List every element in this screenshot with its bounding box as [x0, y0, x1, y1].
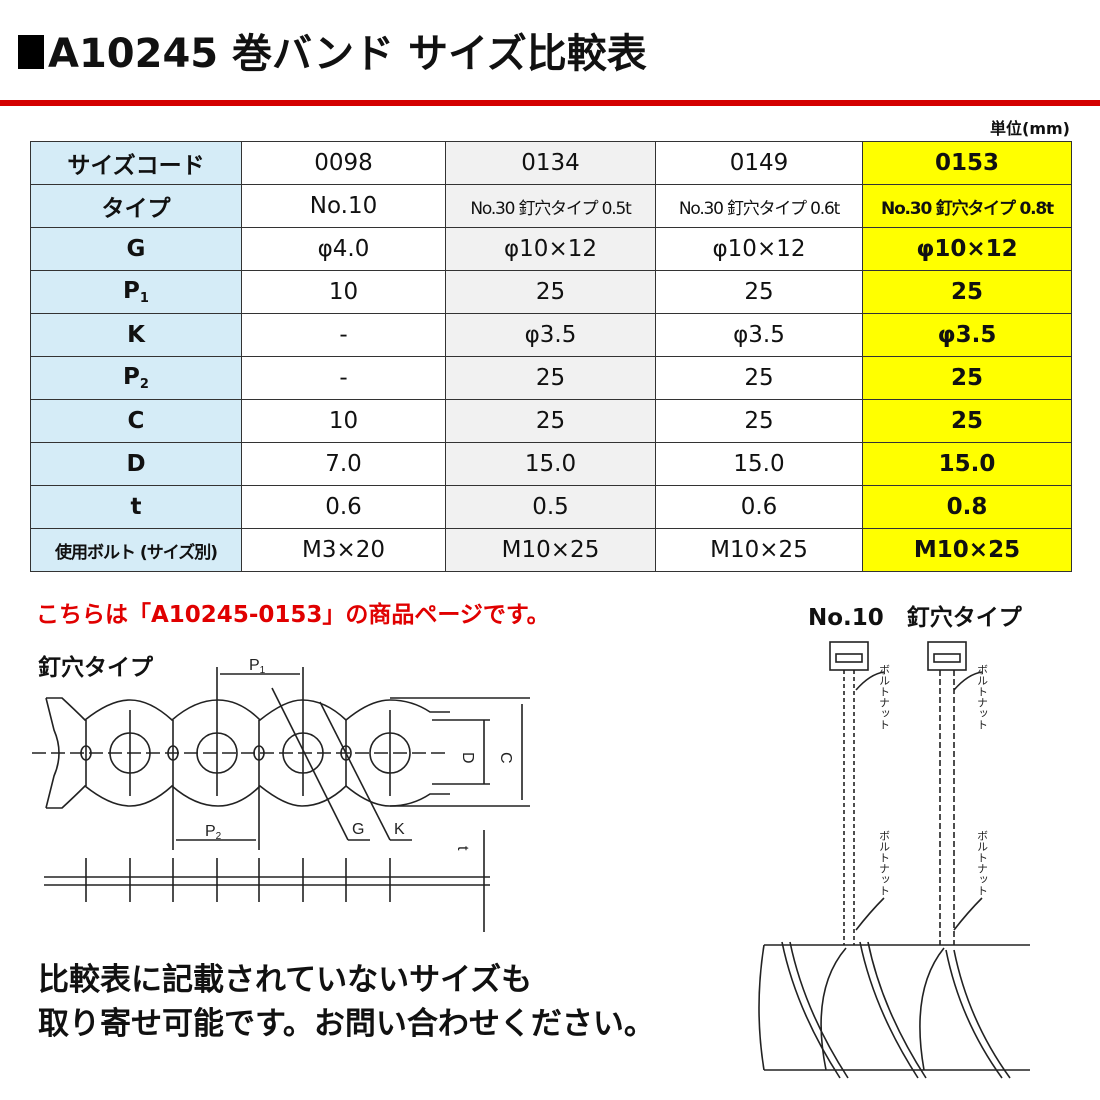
table-cell: -	[241, 356, 446, 400]
title-square-marker-icon	[18, 35, 44, 69]
table-cell-highlight: 0153	[862, 141, 1072, 185]
row-header: タイプ	[30, 184, 242, 228]
inquiry-message: 比較表に記載されていないサイズも 取り寄せ可能です。お問い合わせください。	[38, 958, 655, 1046]
table-cell: M3×20	[241, 528, 446, 572]
callout-bolt-nut: ボルトナット	[878, 664, 891, 730]
row-header: 使用ボルト (サイズ別)	[30, 528, 242, 572]
row-header: G	[30, 227, 242, 271]
table-cell: No.30 釘穴タイプ 0.5t	[445, 184, 656, 228]
row-header: K	[30, 313, 242, 357]
table-cell: 0098	[241, 141, 446, 185]
table-cell-highlight: 25	[862, 399, 1072, 443]
table-cell-highlight: 15.0	[862, 442, 1072, 486]
table-cell: φ3.5	[655, 313, 863, 357]
table-row: 使用ボルト (サイズ別) M3×20 M10×25 M10×25 M10×25	[30, 528, 1072, 572]
label-p2: P2	[205, 823, 222, 842]
row-header: t	[30, 485, 242, 529]
page-title-text: A10245 巻バンド サイズ比較表	[48, 31, 647, 77]
table-cell: No.10	[241, 184, 446, 228]
table-cell: 25	[445, 356, 656, 400]
table-row: K - φ3.5 φ3.5 φ3.5	[30, 313, 1072, 357]
table-cell-highlight: No.30 釘穴タイプ 0.8t	[862, 184, 1072, 228]
title-divider	[0, 100, 1100, 106]
row-header: D	[30, 442, 242, 486]
size-comparison-table: サイズコード 0098 0134 0149 0153 タイプ No.10 No.…	[30, 141, 1072, 572]
unit-label: 単位(mm)	[990, 119, 1070, 138]
table-cell-highlight: M10×25	[862, 528, 1072, 572]
label-p1: P1	[249, 657, 266, 676]
table-row: サイズコード 0098 0134 0149 0153	[30, 141, 1072, 185]
row-header: サイズコード	[30, 141, 242, 185]
table-cell: 0134	[445, 141, 656, 185]
table-cell: 0.6	[655, 485, 863, 529]
table-row: G φ4.0 φ10×12 φ10×12 φ10×12	[30, 227, 1072, 271]
row-header-text: P	[123, 364, 140, 390]
row-header-subscript: 1	[139, 291, 149, 306]
row-header-subscript: 2	[139, 377, 149, 392]
label-t: t	[454, 846, 471, 851]
table-cell-highlight: φ3.5	[862, 313, 1072, 357]
table-cell-highlight: 25	[862, 270, 1072, 314]
table-cell: 25	[655, 356, 863, 400]
table-cell: 7.0	[241, 442, 446, 486]
row-header: P1	[30, 270, 242, 314]
inquiry-line-1: 比較表に記載されていないサイズも	[38, 962, 533, 998]
table-row: P2 - 25 25 25	[30, 356, 1072, 400]
table-cell: M10×25	[445, 528, 656, 572]
inquiry-line-2: 取り寄せ可能です。お問い合わせください。	[38, 1006, 655, 1042]
row-header: C	[30, 399, 242, 443]
table-cell: 15.0	[655, 442, 863, 486]
table-cell: 25	[655, 270, 863, 314]
table-cell: 25	[445, 399, 656, 443]
table-cell: 15.0	[445, 442, 656, 486]
table-cell: 0.6	[241, 485, 446, 529]
table-row: C 10 25 25 25	[30, 399, 1072, 443]
table-cell: 10	[241, 399, 446, 443]
callout-bolt-nut: ボルトナット	[976, 830, 989, 896]
row-header-text: P	[123, 278, 140, 304]
table-cell: 0149	[655, 141, 863, 185]
table-cell-highlight: 25	[862, 356, 1072, 400]
table-cell: φ4.0	[241, 227, 446, 271]
table-cell: φ10×12	[445, 227, 656, 271]
table-cell-highlight: φ10×12	[862, 227, 1072, 271]
band-usage-drawing: ボルトナット ボルトナット ボルトナット ボルトナット	[758, 641, 1030, 1079]
label-k: K	[394, 821, 405, 838]
table-cell: 0.5	[445, 485, 656, 529]
nail-hole-band-drawing: P1 P2 G K D C t	[32, 657, 530, 932]
table-cell: 25	[655, 399, 863, 443]
table-cell: 10	[241, 270, 446, 314]
callout-bolt-nut: ボルトナット	[878, 830, 891, 896]
label-d: D	[459, 752, 476, 764]
label-g: G	[352, 821, 364, 838]
label-c: C	[497, 752, 514, 764]
diagram-title-usage: No.10 釘穴タイプ	[808, 605, 1022, 631]
table-cell: φ10×12	[655, 227, 863, 271]
page-title: A10245 巻バンド サイズ比較表	[18, 34, 647, 74]
table-row: P1 10 25 25 25	[30, 270, 1072, 314]
table-cell-highlight: 0.8	[862, 485, 1072, 529]
product-page-notice: こちらは「A10245-0153」の商品ページです。	[36, 602, 550, 628]
table-row: D 7.0 15.0 15.0 15.0	[30, 442, 1072, 486]
row-header: P2	[30, 356, 242, 400]
table-cell: 25	[445, 270, 656, 314]
table-cell: φ3.5	[445, 313, 656, 357]
diagram-title-nail-hole: 釘穴タイプ	[38, 655, 153, 681]
table-cell: -	[241, 313, 446, 357]
table-cell: No.30 釘穴タイプ 0.6t	[655, 184, 863, 228]
table-row: t 0.6 0.5 0.6 0.8	[30, 485, 1072, 529]
table-row: タイプ No.10 No.30 釘穴タイプ 0.5t No.30 釘穴タイプ 0…	[30, 184, 1072, 228]
table-cell: M10×25	[655, 528, 863, 572]
callout-bolt-nut: ボルトナット	[976, 664, 989, 730]
